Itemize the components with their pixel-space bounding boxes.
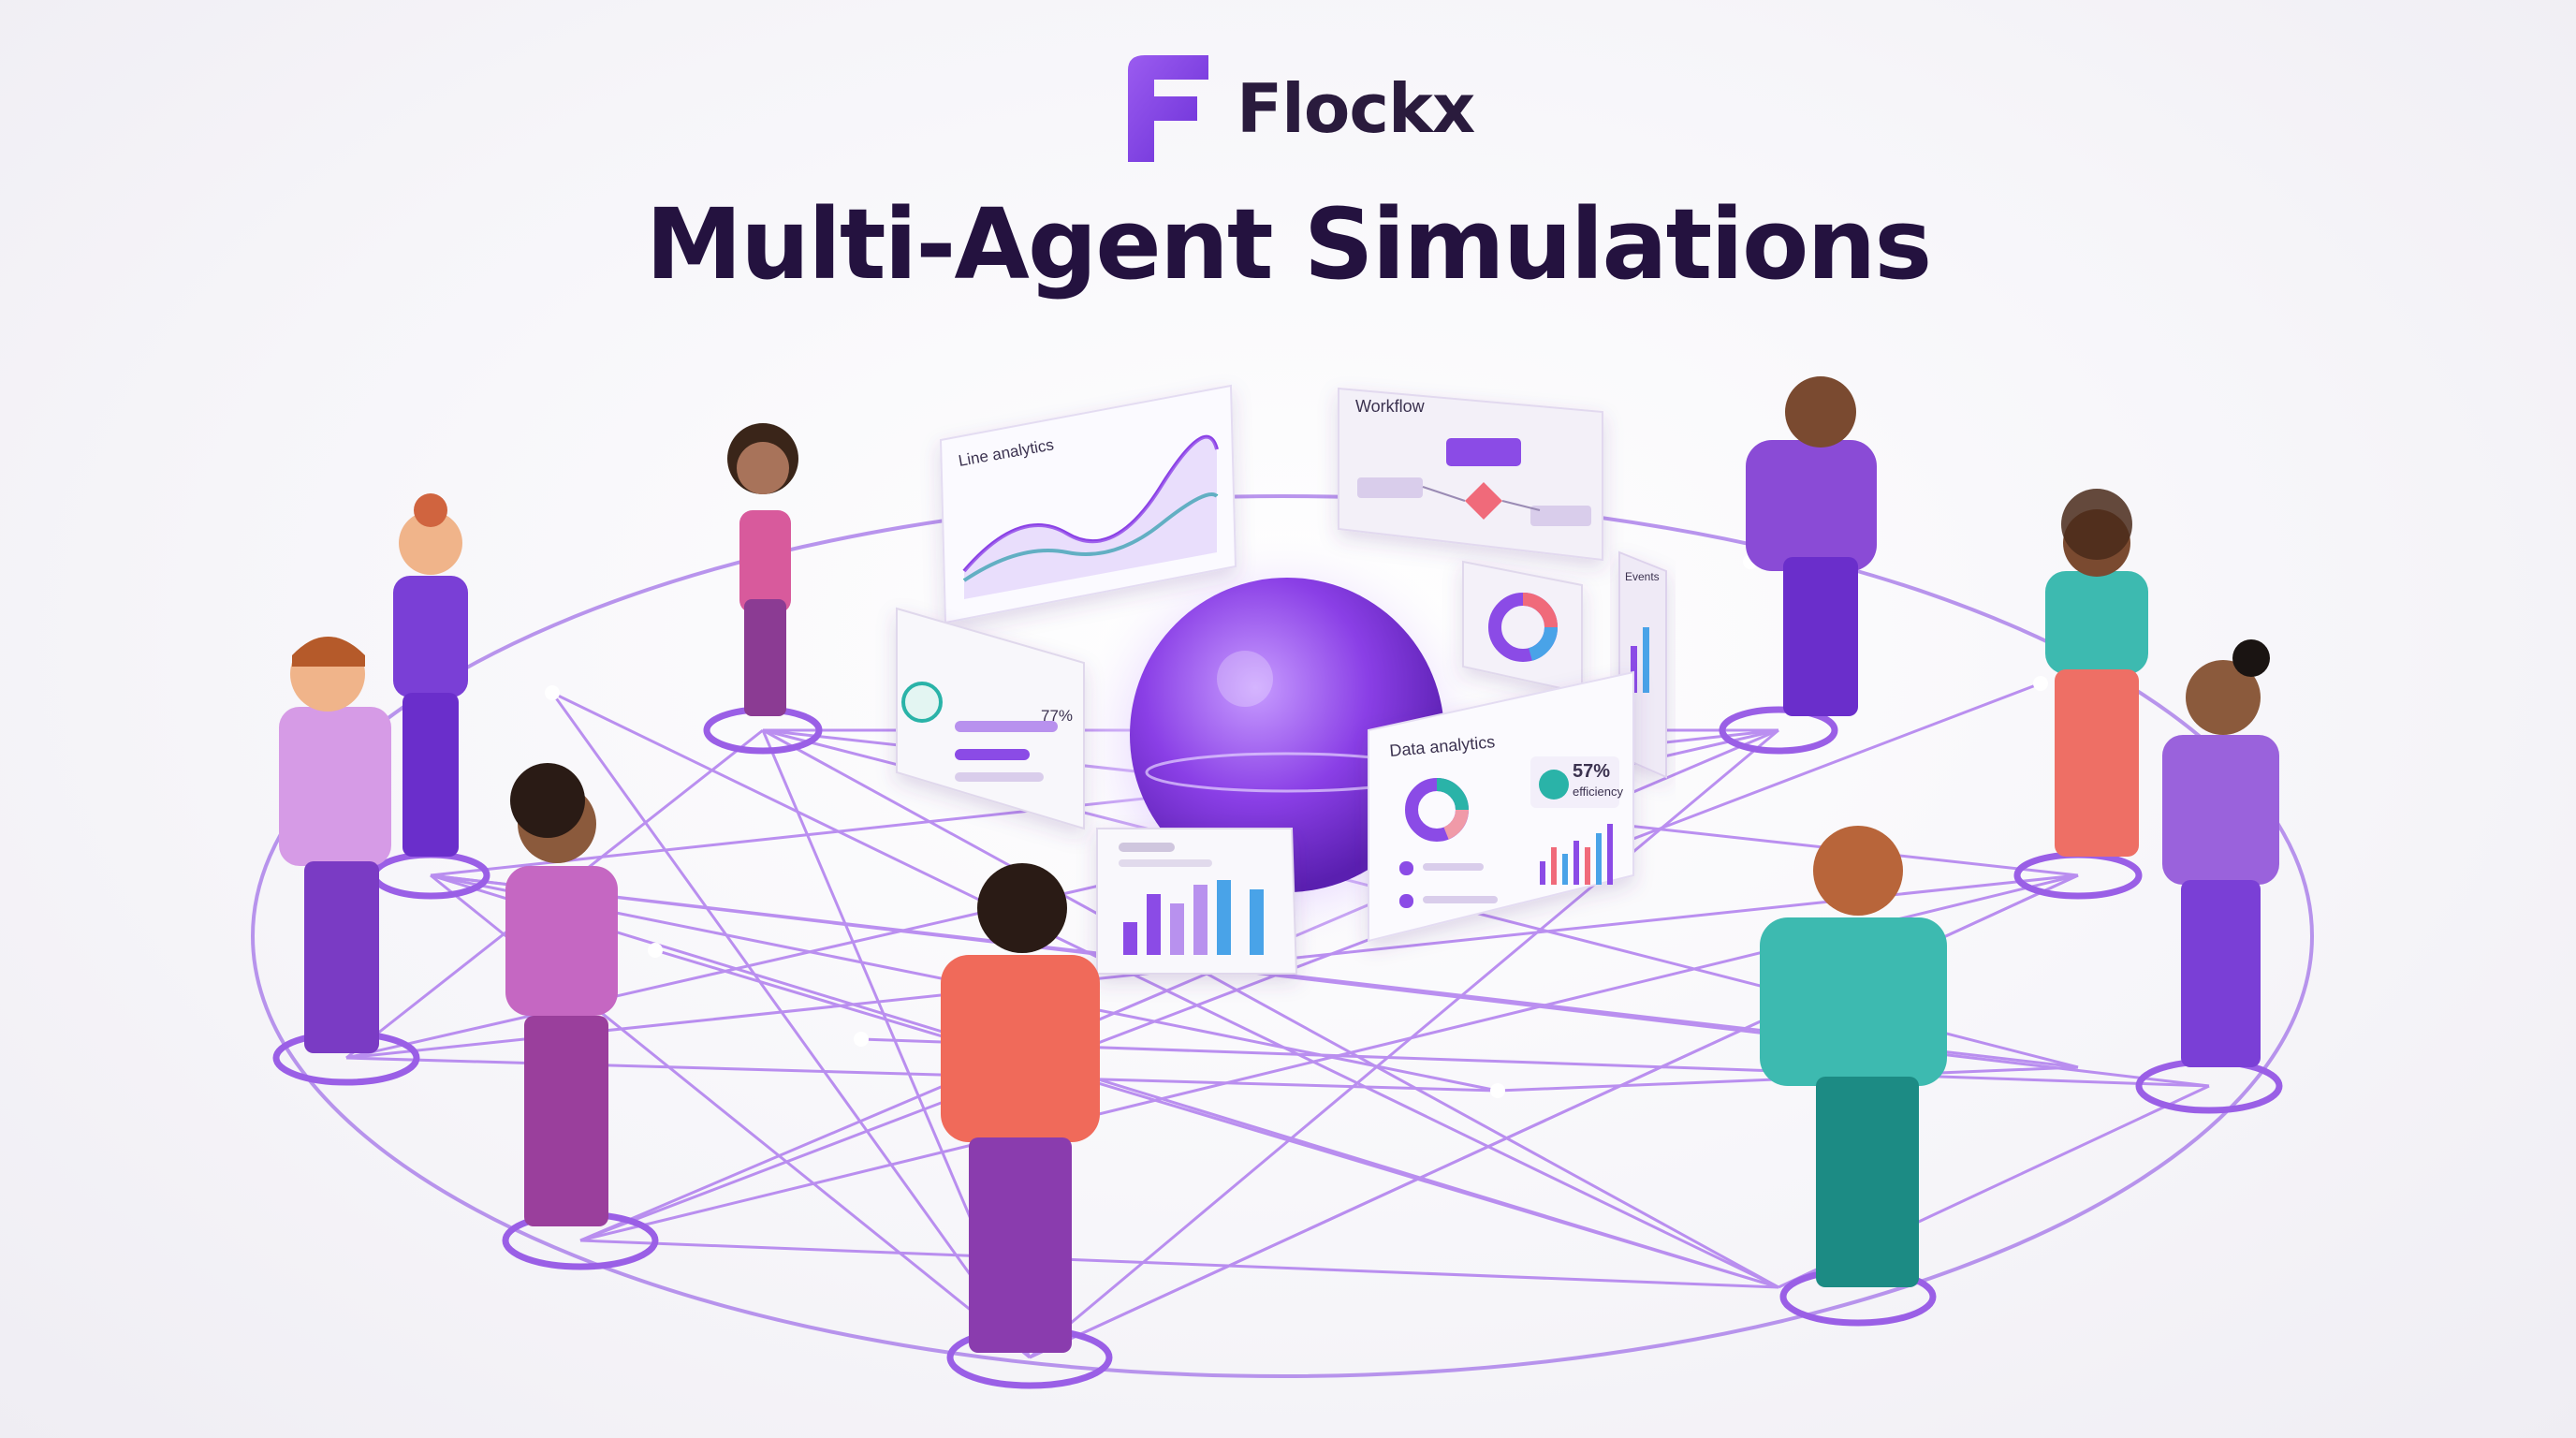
agent-man-coral-shirt bbox=[941, 863, 1100, 1353]
agent-man-pink-shirt bbox=[279, 637, 391, 1053]
workflow-panel: Workflow bbox=[1338, 387, 1603, 562]
side-panel-title: Events bbox=[1625, 570, 1660, 583]
analytics-bars bbox=[1540, 824, 1613, 885]
bar-chart-panel bbox=[1096, 828, 1298, 975]
efficiency-value: 57% bbox=[1573, 761, 1610, 782]
workflow-title: Workflow bbox=[1355, 397, 1426, 416]
efficiency-label: efficiency bbox=[1573, 785, 1623, 799]
network-nodes bbox=[545, 554, 2048, 1098]
progress-panel: 77% bbox=[896, 607, 1085, 830]
page-title: Multi-Agent Simulations bbox=[645, 187, 1933, 301]
agent-woman-purple-suit bbox=[393, 493, 468, 857]
progress-value: 77% bbox=[1041, 707, 1073, 725]
agent-man-purple-sweater bbox=[1746, 376, 1877, 716]
bar-chart-bars bbox=[1123, 880, 1264, 955]
agent-woman-pink-top bbox=[505, 763, 618, 1226]
brand-header: Flockx bbox=[1119, 51, 1475, 166]
line-chart-panel: Line analytics bbox=[939, 384, 1237, 624]
chart-icon bbox=[901, 682, 943, 723]
glowing-orb-icon bbox=[1217, 651, 1273, 707]
agent-man-teal-shirt bbox=[1760, 826, 1947, 1287]
agent-woman-pink-blazer bbox=[727, 423, 798, 716]
agent-figures bbox=[279, 376, 2279, 1353]
line-chart-lines bbox=[962, 434, 1219, 599]
efficiency-icon bbox=[1539, 770, 1569, 800]
agent-rings bbox=[272, 706, 2283, 1389]
flockx-logo-icon bbox=[1128, 55, 1208, 162]
network-outer-ring bbox=[251, 494, 2314, 1378]
agent-woman-lavender-suit bbox=[2162, 639, 2279, 1067]
agent-woman-teal-shirt bbox=[2045, 489, 2148, 857]
data-analytics-panel: Data analytics 57% efficiency bbox=[1368, 670, 1634, 943]
brand-name: Flockx bbox=[1237, 69, 1475, 148]
